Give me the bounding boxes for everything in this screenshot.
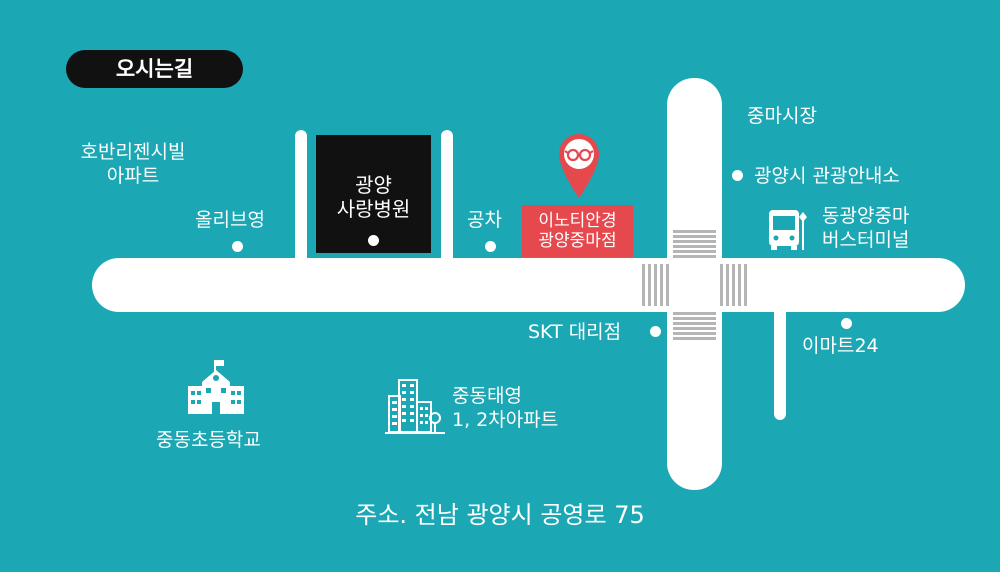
hospital-block: 광양 사랑병원: [316, 135, 431, 253]
crosswalk-north: [673, 230, 716, 260]
skt-dot: [650, 326, 661, 337]
side-road-2: [441, 130, 453, 265]
tourist-info-dot: [732, 170, 743, 181]
olive-label: 올리브영: [195, 209, 265, 231]
store-label: 이노티안경 광양중마점: [522, 205, 633, 257]
school-icon: [188, 360, 244, 414]
crosswalk-west: [642, 264, 669, 306]
skt-label: SKT 대리점: [528, 321, 622, 343]
side-road-3: [774, 305, 786, 420]
address: 주소. 전남 광양시 공영로 75: [355, 501, 645, 529]
hospital-dot: [368, 235, 379, 246]
jungma-market-label: 중마시장: [747, 105, 817, 127]
side-road-1: [295, 130, 307, 265]
crosswalk-east: [720, 264, 747, 306]
gongcha-label: 공차: [467, 209, 502, 231]
cross-road: [667, 78, 722, 490]
emart24-label: 이마트24: [802, 335, 879, 357]
bus-terminal-label: 동광양중마 버스터미널: [822, 205, 910, 251]
bus-icon: [769, 210, 807, 250]
main-road: [92, 258, 965, 312]
location-pin-icon: [559, 134, 599, 198]
building-icon: [385, 379, 445, 434]
school-label: 중동초등학교: [156, 429, 261, 451]
hospital-label: 광양 사랑병원: [336, 173, 411, 221]
apartment-label: 중동태영 1, 2차아파트: [452, 385, 559, 431]
gongcha-dot: [485, 241, 496, 252]
tourist-info-label: 광양시 관광안내소: [754, 165, 900, 187]
emart24-dot: [841, 318, 852, 329]
olive-dot: [232, 241, 243, 252]
hobanri-label: 호반리젠시빌 아파트: [80, 141, 186, 187]
glasses-icon: [564, 148, 594, 162]
map-title: 오시는길: [66, 50, 243, 88]
crosswalk-south: [673, 312, 716, 342]
